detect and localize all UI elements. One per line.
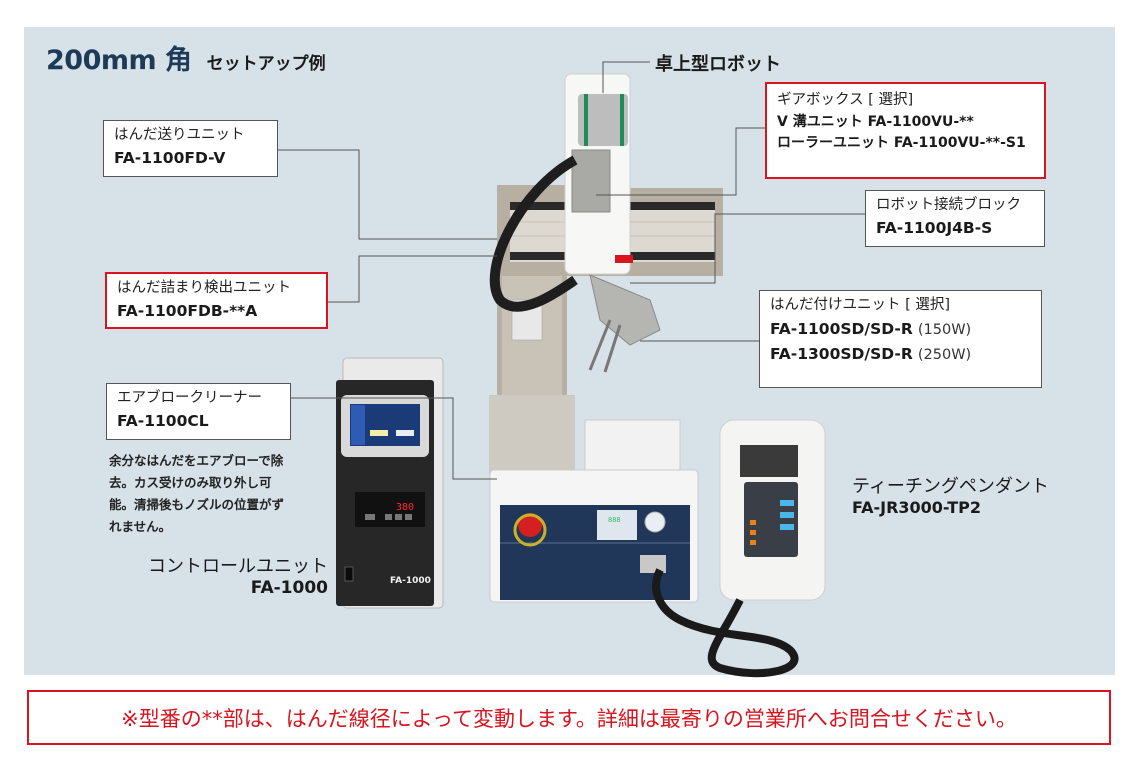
callout-gearbox: ギアボックス [ 選択] V 溝ユニット FA-1100VU-** ローラーユニ… [765,82,1046,179]
callout-robot-connection: ロボット接続ブロック FA-1100J4B-S [865,190,1045,247]
robot-base: 888 [489,395,699,603]
title-size: 200mm 角 [46,45,192,76]
control-unit-model: FA-1000 [250,578,328,598]
control-unit-device: 380 FA-1000 [336,357,444,609]
soldering-head [588,274,661,373]
soldering-unit-option-150: FA-1100SD/SD-R (150W) [770,317,1031,342]
desktop-robot-name: 卓上型ロボット [655,54,781,75]
soldering-unit-power-2: (250W) [917,346,972,363]
robot-head-carriage [564,73,633,275]
soldering-unit-model-1: FA-1100SD/SD-R [770,319,913,338]
soldering-unit-option-250: FA-1300SD/SD-R (250W) [770,342,1031,367]
soldering-unit-power-1: (150W) [917,321,972,338]
callout-air-blow-cleaner: エアブロークリーナー FA-1100CL [106,383,291,440]
clog-detection-name: はんだ詰まり検出ユニット [117,280,291,296]
gearbox-name: ギアボックス [ 選択] [777,92,914,108]
clog-detection-model: FA-1100FDB-**A [117,301,258,320]
title-subtitle: セットアップ例 [206,54,326,74]
teaching-pendant-device [652,419,826,678]
solder-feed-name: はんだ送りユニット [114,127,245,143]
callout-solder-feed: はんだ送りユニット FA-1100FD-V [103,120,278,177]
air-blow-cleaner-description: 余分なはんだをエアブローで除去。カス受けのみ取り外し可能。清掃後もノズルの位置が… [109,453,285,534]
teaching-pendant-name: ティーチングペンダント [852,476,1049,497]
callout-soldering-unit: はんだ付けユニット [ 選択] FA-1100SD/SD-R (150W) FA… [759,290,1042,388]
controller-brand-label: FA-1000 [390,576,431,586]
label-desktop-robot: 卓上型ロボット [655,50,781,76]
solder-feed-model: FA-1100FD-V [114,148,226,167]
robot-base-display: 888 [608,516,621,524]
pendant-cable [652,568,799,678]
label-teaching-pendant: ティーチングペンダント FA-JR3000-TP2 [852,472,1049,517]
gearbox-v-groove-model: V 溝ユニット FA-1100VU-** [777,113,974,130]
page-title: 200mm 角 セットアップ例 [46,38,326,77]
control-unit-name: コントロールユニット [148,556,328,577]
air-blow-cleaner-name: エアブロークリーナー [117,390,262,406]
soldering-unit-name: はんだ付けユニット [ 選択] [770,297,951,313]
gearbox-roller-model: ローラーユニット FA-1100VU-**-S1 [777,134,1026,151]
air-blow-cleaner-model: FA-1100CL [117,411,209,430]
soldering-unit-model-2: FA-1300SD/SD-R [770,344,913,363]
robot-connection-name: ロボット接続ブロック [876,197,1021,213]
teaching-pendant-model: FA-JR3000-TP2 [852,498,981,517]
label-control-unit: コントロールユニット FA-1000 [132,552,328,598]
model-number-note: ※型番の**部は、はんだ線径によって変動します。詳細は最寄りの営業所へお問合せく… [27,690,1111,745]
model-number-note-text: ※型番の**部は、はんだ線径によって変動します。詳細は最寄りの営業所へお問合せく… [121,706,1017,731]
controller-temperature-display: 380 [396,502,414,513]
robot-connection-model: FA-1100J4B-S [876,218,993,237]
callout-clog-detection: はんだ詰まり検出ユニット FA-1100FDB-**A [105,272,328,329]
